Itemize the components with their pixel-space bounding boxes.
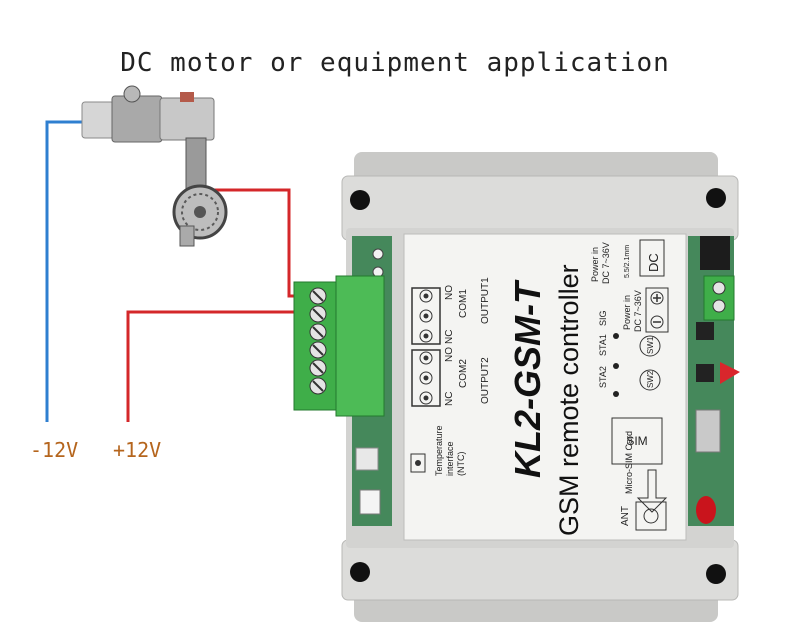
antenna-port	[635, 501, 667, 531]
indicator-sta2: STA2	[598, 366, 608, 388]
sim-insert-arrow	[636, 469, 668, 513]
output1-nc: NC	[444, 330, 455, 344]
sw1-label: SW1	[646, 336, 655, 354]
temperature-label-1: Temperature	[434, 425, 444, 476]
power-dc-line2: DC 7~36V	[601, 242, 611, 284]
led-red	[696, 496, 716, 524]
power-terminal-line1: Power in	[622, 295, 632, 330]
plus-terminal-icon	[650, 291, 664, 305]
temperature-label-2: interface	[445, 441, 455, 476]
positive-voltage-label: +12V	[113, 438, 162, 462]
mounting-hole	[350, 562, 370, 582]
indicator-sig: SIG	[598, 310, 608, 326]
sw2-button	[639, 369, 661, 391]
sim-slot-metal	[695, 409, 721, 453]
minus-terminal-icon	[650, 315, 664, 329]
output1-label: OUTPUT1	[480, 277, 491, 324]
temperature-port	[410, 453, 426, 473]
mounting-hole	[350, 190, 370, 210]
sim-slot	[611, 417, 663, 465]
output2-no: NO	[444, 347, 455, 362]
antenna-label: ANT	[620, 506, 631, 526]
positive-wire-supply	[126, 310, 310, 422]
output2-com2: COM2	[458, 359, 469, 388]
output2-label: OUTPUT2	[480, 357, 491, 404]
mounting-hole	[706, 564, 726, 584]
sw2-label: SW2	[646, 370, 655, 388]
negative-wire	[45, 120, 90, 422]
power-terminal-block	[703, 275, 735, 321]
output1-no: NO	[444, 285, 455, 300]
page-title: DC motor or equipment application	[120, 48, 670, 78]
dc-jack-label: DC	[646, 253, 661, 272]
dc-motor	[81, 85, 228, 247]
power-dc-line1: Power in	[590, 247, 600, 282]
sw2-button-cap	[696, 364, 714, 382]
sim-label: SIM	[626, 434, 647, 448]
product-name: GSM remote controller	[554, 264, 584, 536]
indicator-sta1: STA1	[598, 334, 608, 356]
sw1-button-cap	[696, 322, 714, 340]
negative-voltage-label: -12V	[30, 438, 79, 462]
power-terminal-line2: DC 7~36V	[633, 290, 643, 332]
output1-com1: COM1	[458, 289, 469, 318]
label-panel	[403, 233, 687, 541]
relay-red	[720, 362, 740, 384]
dc-jack	[700, 236, 730, 270]
temperature-label-3: (NTC)	[456, 452, 466, 477]
output-terminal-block	[293, 275, 385, 417]
model-name: KL2-GSM-T	[507, 279, 548, 478]
power-dc-spec: 5.5/2.1mm	[624, 245, 631, 278]
output2-screws	[411, 349, 441, 407]
sw1-button	[639, 335, 661, 357]
mounting-hole	[706, 188, 726, 208]
output2-nc: NC	[444, 392, 455, 406]
output1-screws	[411, 287, 441, 345]
indicator-leds	[613, 333, 619, 397]
sim-slot-label: Micro-SIM Card	[624, 431, 634, 494]
